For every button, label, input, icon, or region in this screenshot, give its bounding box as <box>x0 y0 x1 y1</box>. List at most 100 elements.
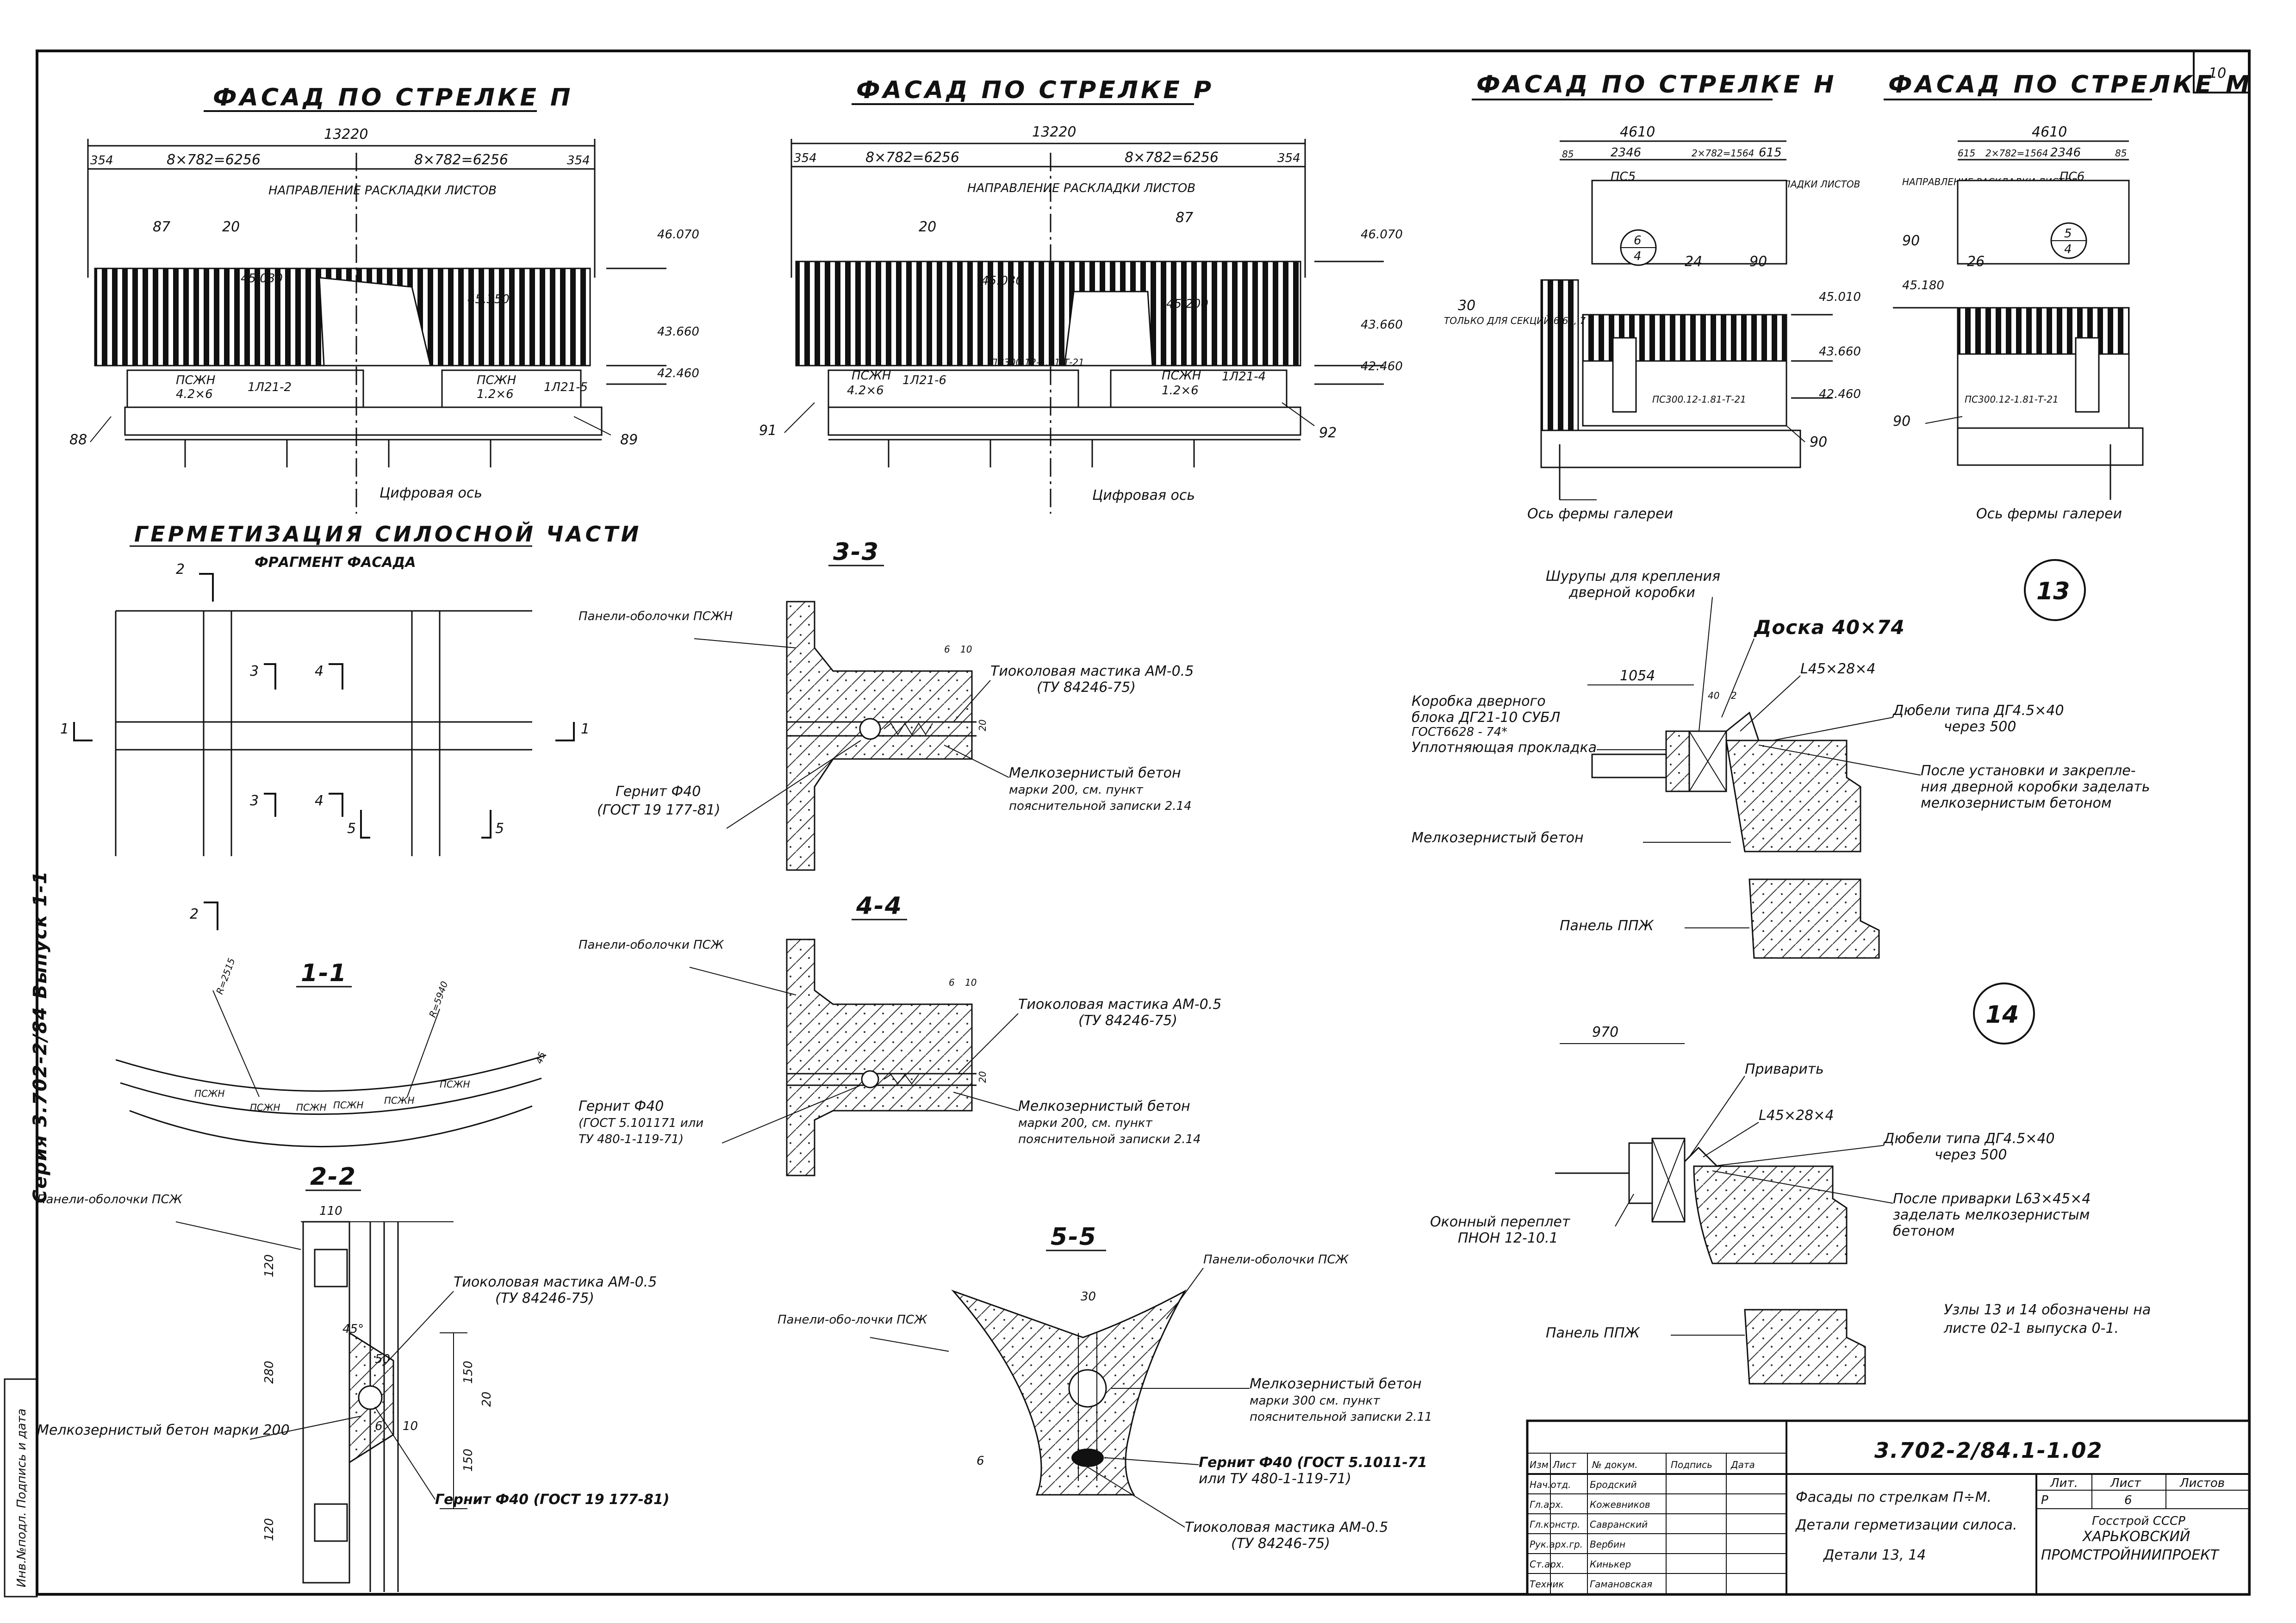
node-13-panel <box>1725 740 1861 852</box>
svg-text:42.460: 42.460 <box>657 367 699 380</box>
svg-text:Гернит Ф40: Гернит Ф40 <box>616 784 701 800</box>
svg-text:Гернит Ф40: Гернит Ф40 <box>579 1098 664 1114</box>
svg-text:354: 354 <box>567 154 590 168</box>
svg-text:45.030: 45.030 <box>981 274 1023 288</box>
svg-text:8×782=6256: 8×782=6256 <box>414 152 508 168</box>
svg-text:2346: 2346 <box>1611 146 1641 160</box>
section-3-3: 3-3 Панели-оболочки ПСЖН 6 10 20 Тиоколо… <box>579 538 1194 871</box>
svg-text:через 500: через 500 <box>1935 1147 2007 1163</box>
svg-text:Бродский: Бродский <box>1590 1479 1637 1490</box>
svg-text:8×782=6256: 8×782=6256 <box>167 152 261 168</box>
svg-text:Панели-оболочки ПСЖН: Панели-оболочки ПСЖН <box>579 609 733 623</box>
svg-text:615: 615 <box>1958 148 1975 159</box>
facade-p-cut <box>318 277 431 367</box>
svg-text:Тиоколовая мастика АМ-0.5: Тиоколовая мастика АМ-0.5 <box>990 663 1194 679</box>
svg-text:8×782=6256: 8×782=6256 <box>865 149 959 166</box>
svg-text:10: 10 <box>960 644 972 655</box>
section-2-2: 2-2 Панели-оболочки ПСЖ 110 120 280 150 … <box>37 1163 669 1592</box>
svg-text:1Л21-5: 1Л21-5 <box>544 380 588 394</box>
section-4-4-shell <box>786 939 973 1176</box>
svg-text:Панели-оболочки ПСЖ: Панели-оболочки ПСЖ <box>579 938 724 952</box>
sheet-number: 10 <box>2209 65 2226 81</box>
svg-text:Нач.отд.: Нач.отд. <box>1530 1479 1571 1490</box>
svg-text:42.460: 42.460 <box>1819 387 1861 401</box>
svg-text:Цифровая ось: Цифровая ось <box>380 485 482 501</box>
svg-text:Листов: Листов <box>2179 1476 2225 1490</box>
svg-text:Рук.арх.гр.: Рук.арх.гр. <box>1530 1539 1583 1550</box>
svg-text:Фасады по стрелкам П÷М.: Фасады по стрелкам П÷М. <box>1796 1489 1991 1505</box>
svg-text:4610: 4610 <box>2032 124 2067 140</box>
svg-text:26: 26 <box>1967 254 1985 270</box>
facade-n: ФАСАД ПО СТРЕЛКЕ Н 4610 85 2346 2×782=15… <box>1444 71 1861 522</box>
svg-text:90: 90 <box>1893 413 1910 429</box>
svg-text:1-1: 1-1 <box>301 959 347 987</box>
svg-text:5: 5 <box>347 821 356 837</box>
svg-text:10: 10 <box>403 1419 418 1433</box>
svg-text:4: 4 <box>2064 243 2072 256</box>
svg-text:Савранский: Савранский <box>1590 1519 1648 1530</box>
svg-text:пояснительной записки 2.14: пояснительной записки 2.14 <box>1009 799 1192 813</box>
svg-text:листе 02-1 выпуска 0-1.: листе 02-1 выпуска 0-1. <box>1943 1320 2119 1337</box>
svg-text:ПСЖН: ПСЖН <box>384 1095 415 1106</box>
svg-text:87: 87 <box>153 219 170 235</box>
svg-text:или ТУ 480-1-119-71): или ТУ 480-1-119-71) <box>1199 1471 1351 1487</box>
svg-text:85: 85 <box>2115 148 2127 159</box>
title-block: Изм Лист № докум. Подпись Дата Нач.отд. … <box>1526 1419 2251 1596</box>
svg-text:Панели-обо-лочки ПСЖ: Панели-обо-лочки ПСЖ <box>778 1313 927 1327</box>
svg-text:ХАРЬКОВСКИЙ: ХАРЬКОВСКИЙ <box>2082 1528 2190 1545</box>
sheet-frame <box>36 50 2251 1596</box>
svg-text:(ГОСТ 19 177-81): (ГОСТ 19 177-81) <box>597 802 721 818</box>
svg-text:4.2×6: 4.2×6 <box>847 384 884 398</box>
svg-text:Ось фермы галереи: Ось фермы галереи <box>1527 506 1673 522</box>
svg-text:90: 90 <box>1749 254 1767 270</box>
svg-text:150: 150 <box>461 1361 475 1384</box>
svg-text:120: 120 <box>262 1518 276 1541</box>
svg-text:42.460: 42.460 <box>1361 360 1403 373</box>
svg-text:(ТУ 84246-75): (ТУ 84246-75) <box>1078 1013 1177 1029</box>
svg-text:1Л21-6: 1Л21-6 <box>902 373 946 387</box>
sheet-number-box <box>2193 50 2250 93</box>
svg-text:Лист: Лист <box>2110 1476 2141 1490</box>
svg-text:ПСЖН: ПСЖН <box>194 1088 225 1099</box>
svg-text:6: 6 <box>2124 1493 2132 1507</box>
svg-text:Мелкозернистый бетон: Мелкозернистый бетон <box>1412 830 1584 846</box>
svg-text:Дата: Дата <box>1730 1459 1755 1470</box>
facade-r-cut <box>1064 291 1153 367</box>
svg-text:Панель ППЖ: Панель ППЖ <box>1546 1325 1641 1341</box>
svg-text:4: 4 <box>315 663 324 679</box>
svg-text:20: 20 <box>480 1392 494 1407</box>
svg-text:85: 85 <box>1562 149 1574 160</box>
section-5-5: 5-5 Панели-оболочки ПСЖ Панели-обо-лочки… <box>778 1223 1432 1552</box>
svg-text:970: 970 <box>1592 1024 1618 1040</box>
svg-text:45°: 45° <box>342 1322 364 1336</box>
svg-text:Техник: Техник <box>1530 1579 1564 1590</box>
svg-text:354: 354 <box>1277 151 1300 165</box>
svg-text:Р: Р <box>2041 1493 2048 1507</box>
svg-text:24: 24 <box>1685 254 1702 270</box>
facade-p: ФАСАД ПО СТРЕЛКЕ П 13220 354 8×782=6256 … <box>69 84 699 514</box>
svg-text:Мелкозернистый бетон: Мелкозернистый бетон <box>1018 1098 1190 1114</box>
node-14: 14 970 Приварить L45×28×4 Дюбели типа ДГ… <box>1430 983 2151 1385</box>
svg-text:Уплотняющая прокладка: Уплотняющая прокладка <box>1412 740 1597 756</box>
svg-text:Оконный переплет: Оконный переплет <box>1430 1214 1571 1230</box>
svg-text:блока ДГ21-10 СУБЛ: блока ДГ21-10 СУБЛ <box>1412 709 1560 726</box>
svg-text:1054: 1054 <box>1620 668 1655 684</box>
svg-text:(ТУ 84246-75): (ТУ 84246-75) <box>1037 679 1136 696</box>
svg-text:Изм: Изм <box>1530 1459 1549 1470</box>
node-13-marker <box>2024 559 2086 621</box>
svg-text:ПС300.12-1.81-Т-21: ПС300.12-1.81-Т-21 <box>990 357 1084 368</box>
svg-text:43.660: 43.660 <box>1819 345 1861 359</box>
svg-text:4: 4 <box>315 793 324 809</box>
svg-text:30: 30 <box>1081 1290 1096 1304</box>
svg-text:6: 6 <box>977 1454 984 1468</box>
svg-text:Инв.№подл. Подпись и дата: Инв.№подл. Подпись и дата <box>15 1409 29 1587</box>
svg-text:6: 6 <box>1634 234 1642 248</box>
svg-text:43.660: 43.660 <box>1361 318 1403 332</box>
svg-text:через 500: через 500 <box>1944 719 2016 735</box>
svg-text:45.200: 45.200 <box>1166 297 1208 311</box>
svg-text:5-5: 5-5 <box>1051 1223 1097 1251</box>
svg-text:20: 20 <box>977 720 988 731</box>
svg-text:Гернит Ф40 (ГОСТ 5.1011-71: Гернит Ф40 (ГОСТ 5.1011-71 <box>1199 1455 1427 1471</box>
svg-text:Вербин: Вербин <box>1590 1539 1625 1550</box>
